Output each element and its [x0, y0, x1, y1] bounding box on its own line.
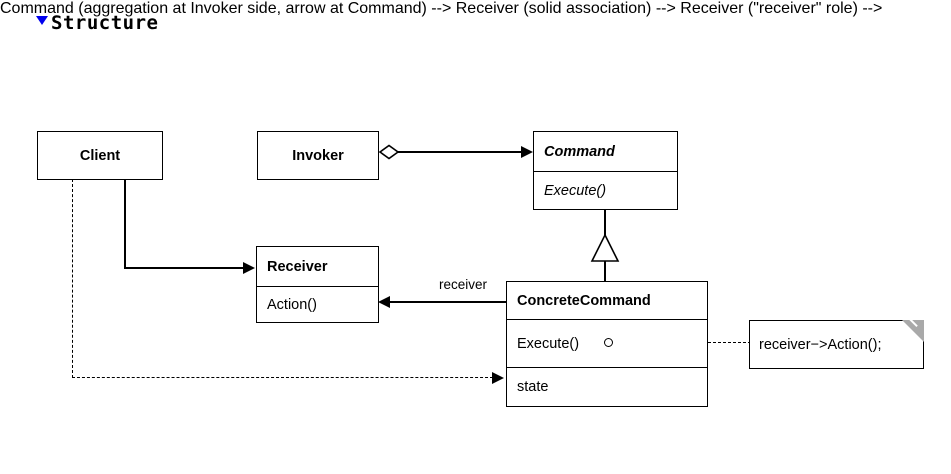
edge-client-receiver-vertical	[124, 179, 126, 268]
class-box-command[interactable]: Command Execute()	[533, 131, 678, 210]
class-operation-concretecommand-execute: Execute()	[507, 319, 707, 367]
edge-invoker-command	[397, 151, 523, 153]
aggregation-diamond-icon	[378, 144, 400, 160]
class-box-client[interactable]: Client	[37, 131, 163, 180]
arrowhead-into-receiver-right	[378, 296, 390, 308]
edge-generalization-lower	[604, 260, 606, 282]
edge-client-concretecommand-vertical	[72, 179, 73, 378]
generalization-triangle-icon	[590, 233, 620, 262]
class-operation-command-execute: Execute()	[534, 171, 677, 209]
triangle-down-icon[interactable]	[36, 15, 48, 25]
edge-generalization-upper	[604, 210, 606, 236]
arrowhead-into-receiver-left	[243, 262, 255, 274]
class-name-invoker: Invoker	[292, 147, 344, 164]
note-box-receiver-action[interactable]: receiver−>Action();	[749, 303, 924, 369]
class-name-client: Client	[79, 147, 121, 164]
edge-client-receiver-horizontal	[124, 267, 244, 269]
edge-concretecommand-receiver	[390, 301, 508, 303]
edge-label-receiver: receiver	[437, 277, 490, 292]
class-box-invoker[interactable]: Invoker	[257, 131, 379, 180]
note-text: receiver−>Action();	[759, 336, 882, 353]
class-box-receiver[interactable]: Receiver Action()	[256, 246, 379, 323]
arrowhead-into-concretecommand	[492, 372, 504, 384]
note-anchor-circle-icon	[604, 338, 613, 347]
class-operation-receiver-action: Action()	[257, 286, 378, 322]
arrowhead-into-command	[521, 146, 533, 158]
edge-client-concretecommand-horizontal	[72, 377, 493, 378]
class-name-command: Command	[544, 143, 615, 160]
class-name-receiver: Receiver	[267, 258, 328, 275]
class-attribute-concretecommand-state: state	[507, 367, 707, 406]
page-title: Structure	[51, 12, 159, 34]
class-name-concretecommand: ConcreteCommand	[517, 292, 651, 309]
note-fold-corner-icon	[902, 320, 924, 342]
structure-section-header[interactable]: Structure	[36, 14, 158, 33]
